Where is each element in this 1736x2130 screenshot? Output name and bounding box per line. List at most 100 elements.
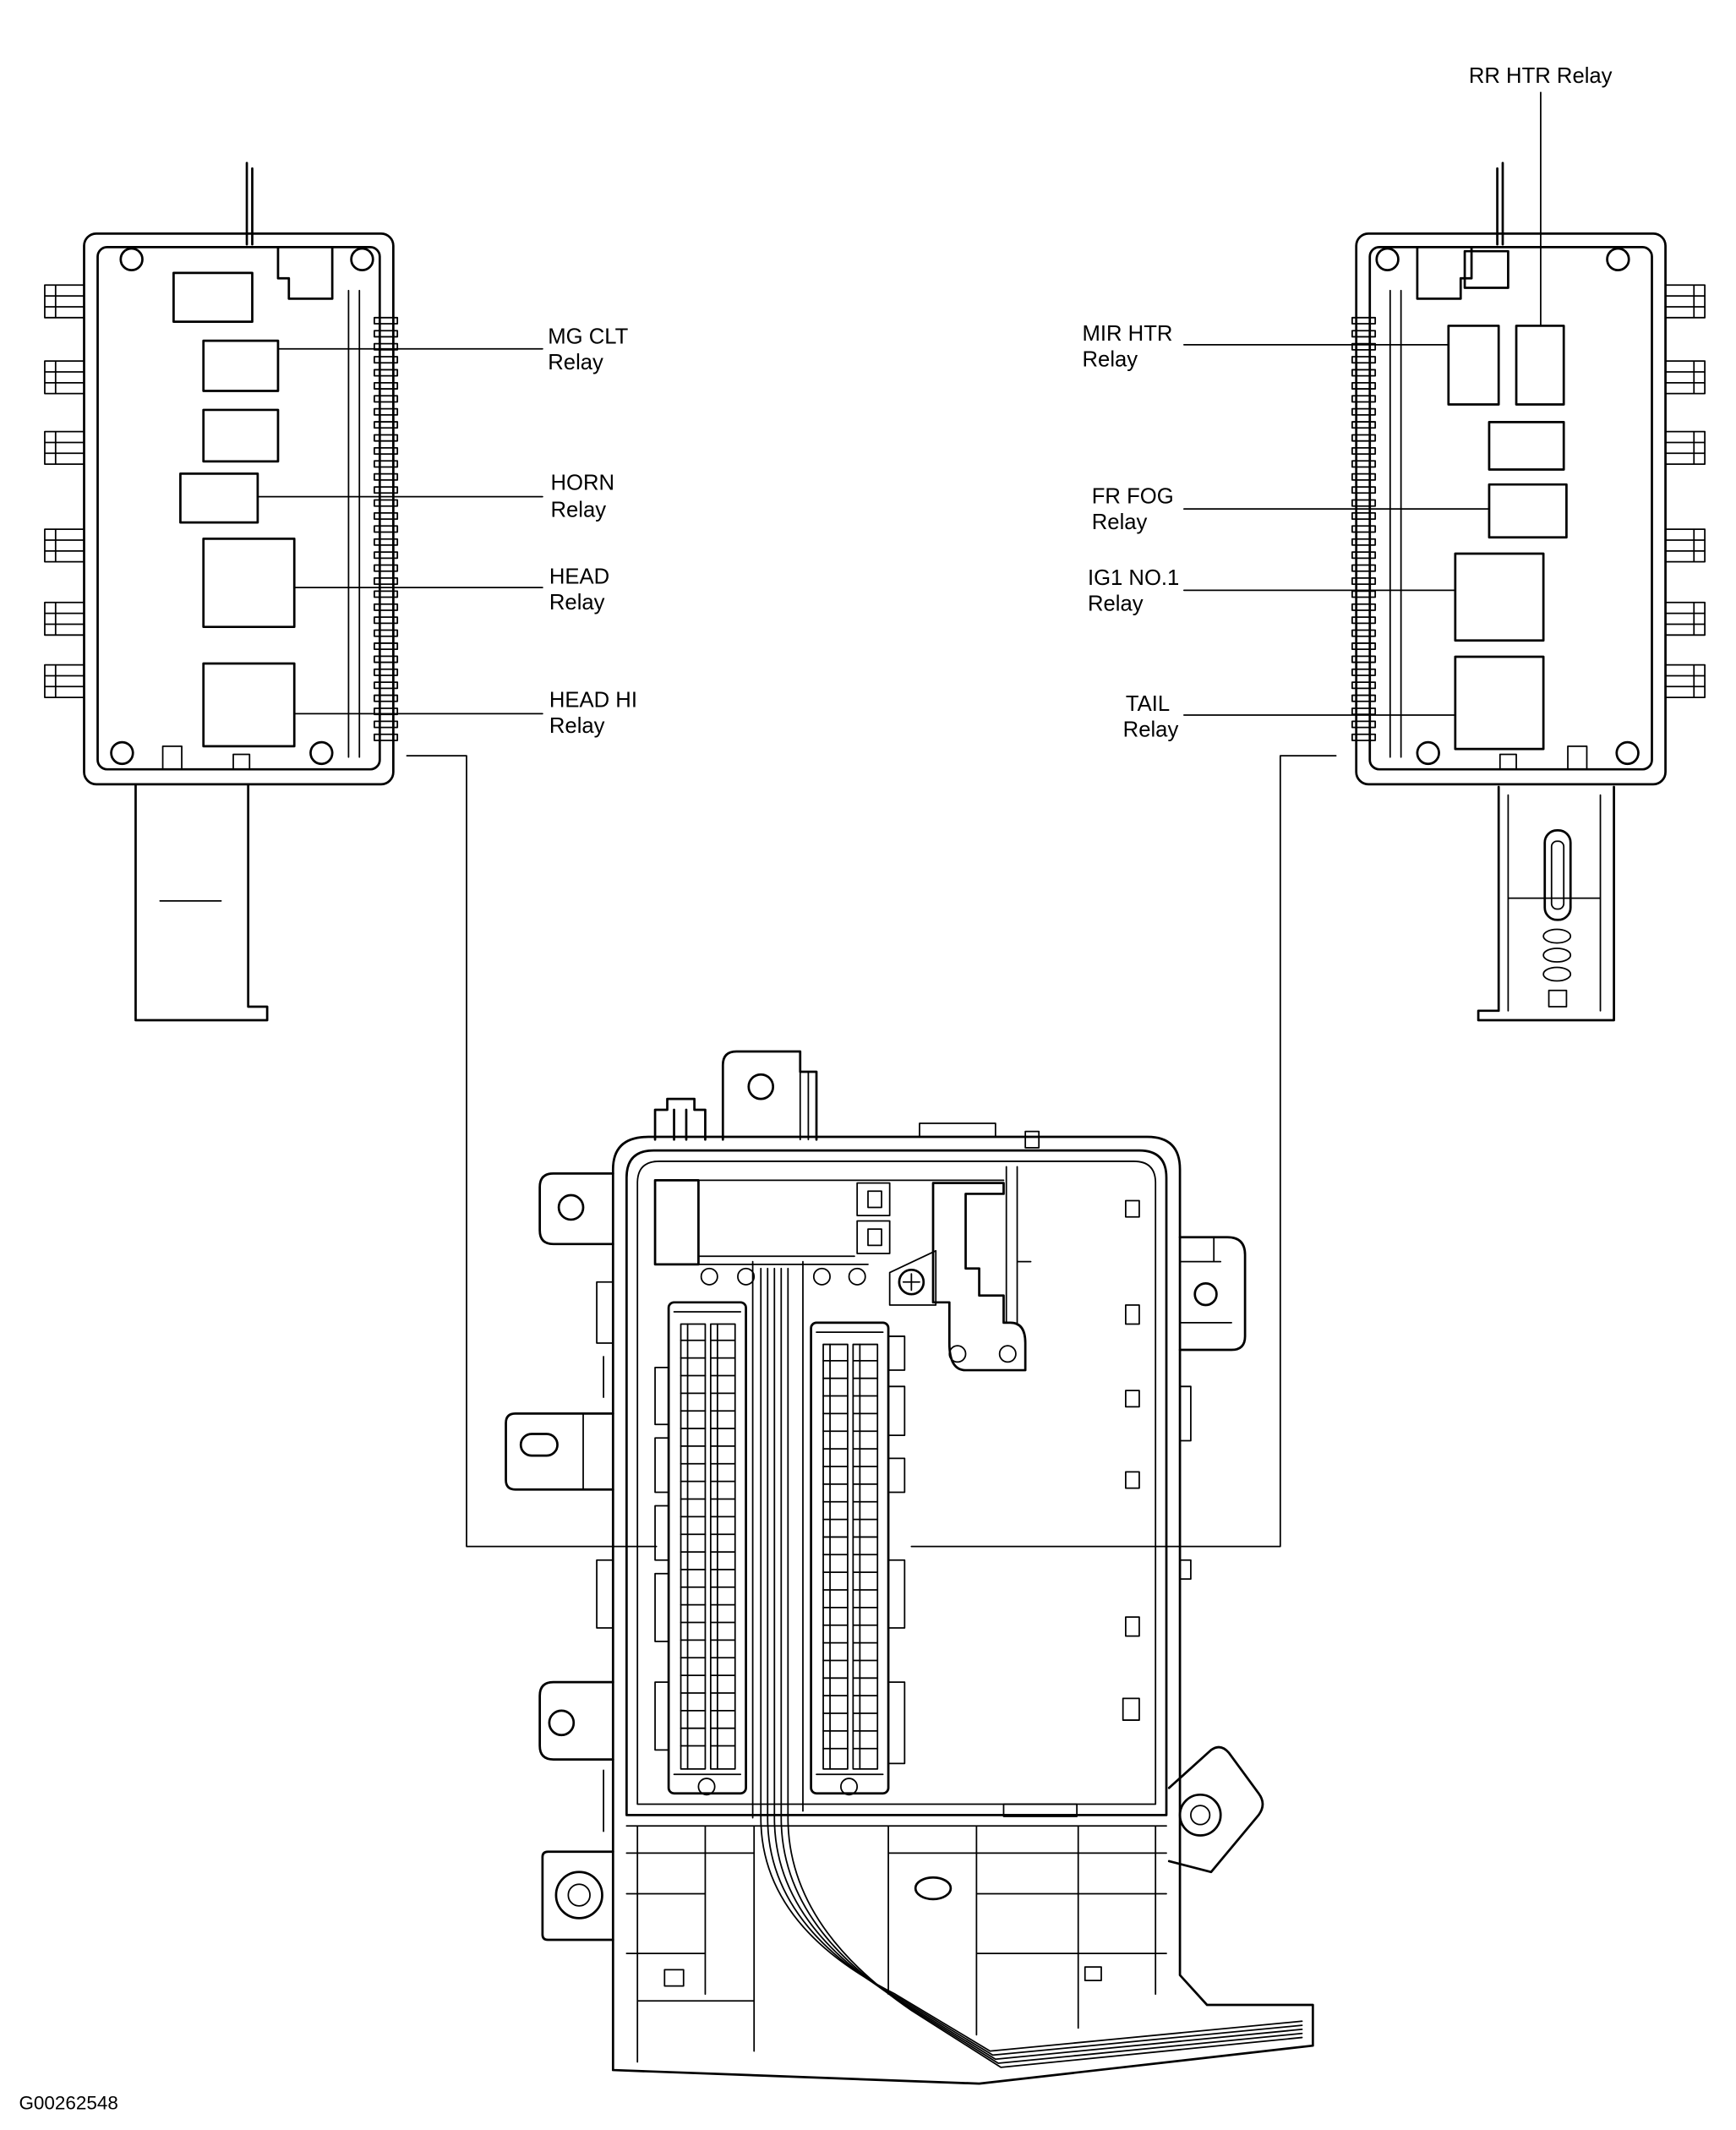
right-block-comb-tooth xyxy=(1351,538,1377,546)
right-block-comb-tooth xyxy=(1351,395,1377,403)
rail-hole xyxy=(737,1267,756,1286)
fuse-slot xyxy=(856,1182,891,1217)
right-block-comb-tooth xyxy=(1351,668,1377,676)
connector-side-rib xyxy=(654,1437,669,1494)
left-block-comb-tooth xyxy=(374,512,399,520)
right-block-comb-tooth xyxy=(1351,603,1377,611)
right-block-comb-tooth xyxy=(1351,694,1377,702)
mg-clt-label-line2: Relay xyxy=(548,351,603,374)
left-relay-block-frame xyxy=(44,161,399,786)
rail-hole xyxy=(812,1267,831,1286)
right-block-comb-tooth xyxy=(1351,407,1377,416)
screw-head xyxy=(898,1268,925,1296)
left-block-top-notch xyxy=(276,246,334,300)
left-block-comb-tooth xyxy=(374,538,399,546)
connector-terminal-lines xyxy=(829,1343,861,1770)
right-block-connector-pin-group xyxy=(1664,528,1706,563)
left-block-inner-rail xyxy=(347,289,361,758)
tail-label-line1: TAIL xyxy=(1126,692,1170,716)
junction-box-inner-wall-2 xyxy=(636,1161,1157,1805)
left-block-comb-tooth xyxy=(374,655,399,664)
left-block-screw-hole xyxy=(110,740,134,766)
top-tab-rib xyxy=(799,1071,810,1141)
connector-column-right xyxy=(810,1321,906,1796)
right-block-screw-hole xyxy=(1615,740,1640,766)
right-bracket-slot xyxy=(1543,829,1572,921)
relay-horn xyxy=(179,472,259,524)
junction-box-inner-wall xyxy=(625,1149,1168,1816)
top-edge-tab xyxy=(919,1122,996,1138)
relay-head xyxy=(202,538,296,629)
wire-harness xyxy=(760,1267,1303,2068)
right-bracket-ribs xyxy=(1507,794,1602,1012)
right-block-comb-tooth xyxy=(1351,564,1377,572)
left-relay-block: MG CLT Relay HORN Relay HEAD Relay HEAD … xyxy=(44,161,637,1022)
left-block-comb-tooth xyxy=(374,577,399,586)
fuse-slot-inner xyxy=(867,1190,882,1209)
right-block-connector-pin-group xyxy=(1664,284,1706,319)
connector-side-rib xyxy=(654,1505,669,1561)
left-block-comb-tooth xyxy=(374,668,399,676)
screw-cross xyxy=(902,1273,920,1292)
head-hi-label-line2: Relay xyxy=(549,714,605,738)
fr-fog-label-line1: FR FOG xyxy=(1092,485,1174,509)
left-block-comb-tooth xyxy=(374,603,399,611)
connector-side-rib xyxy=(654,1681,669,1751)
left-block-comb-tooth xyxy=(374,629,399,637)
rail-hole xyxy=(700,1267,718,1286)
right-block-comb-tooth xyxy=(1351,460,1377,468)
right-bracket-latch xyxy=(1548,989,1568,1008)
relay-fr-fog xyxy=(1488,483,1568,539)
right-block-comb-tooth xyxy=(1351,330,1377,338)
left-block-connector-pin-group xyxy=(44,528,85,563)
rr-htr-label: RR HTR Relay xyxy=(1469,64,1613,88)
head-label-line1: HEAD xyxy=(549,565,609,588)
terminal-divider xyxy=(1005,1166,1032,1324)
connector-side-rib xyxy=(887,1559,906,1629)
left-block-comb-tooth xyxy=(374,642,399,651)
right-block-connector-pin-group xyxy=(1664,664,1706,699)
connector-cavity-row xyxy=(680,1323,707,1770)
right-block-comb-tooth xyxy=(1351,590,1377,598)
top-left-clip xyxy=(653,1097,707,1141)
right-block-top-notch xyxy=(1416,246,1473,300)
horn-label-line1: HORN xyxy=(551,472,615,495)
right-block-comb-tooth xyxy=(1351,499,1377,507)
left-block-connector-pin-group xyxy=(44,360,85,395)
left-block-connector-pin-group xyxy=(44,430,85,466)
left-block-connector-pin-group xyxy=(44,664,85,699)
left-block-comb-tooth xyxy=(374,356,399,364)
harness-wire xyxy=(760,1267,1303,2052)
left-block-comb-tooth xyxy=(374,525,399,533)
left-block-screw-hole xyxy=(119,247,144,272)
left-mounting-tab-upper xyxy=(538,1172,614,1246)
right-outer-ribs xyxy=(1179,1385,1192,1581)
lower-frame-slot xyxy=(914,1876,953,1901)
left-block-mounting-bracket xyxy=(134,783,269,1022)
left-mounting-tab-slotted xyxy=(505,1412,614,1491)
right-block-side-connector-pins xyxy=(1664,284,1706,699)
connector-side-rib xyxy=(887,1457,906,1494)
connector-side-rib xyxy=(654,1366,669,1426)
fuse-slot xyxy=(856,1220,891,1254)
right-block-comb-tooth xyxy=(1351,381,1377,390)
lower-frame-clip-left xyxy=(663,1969,685,1987)
right-block-location-line xyxy=(910,755,1337,1548)
left-block-comb-tooth xyxy=(374,407,399,416)
right-block-comb-tooth xyxy=(1351,356,1377,364)
left-block-comb-tooth xyxy=(374,720,399,729)
right-block-comb-tooth xyxy=(1351,629,1377,637)
right-block-antenna xyxy=(1496,161,1504,246)
right-relay-unlabeled xyxy=(1488,421,1565,471)
left-block-comb-tooth xyxy=(374,460,399,468)
fr-fog-label-line2: Relay xyxy=(1092,511,1148,534)
right-block-comb-tooth xyxy=(1351,434,1377,442)
left-tab-upper-hole xyxy=(557,1193,585,1221)
right-block-terminal-comb xyxy=(1351,316,1377,741)
relay-head-hi xyxy=(202,662,296,748)
right-block-comb-tooth xyxy=(1351,421,1377,429)
left-bracket-boss xyxy=(554,1871,603,1920)
right-block-comb-tooth xyxy=(1351,512,1377,520)
mg-clt-label-line1: MG CLT xyxy=(548,325,628,348)
